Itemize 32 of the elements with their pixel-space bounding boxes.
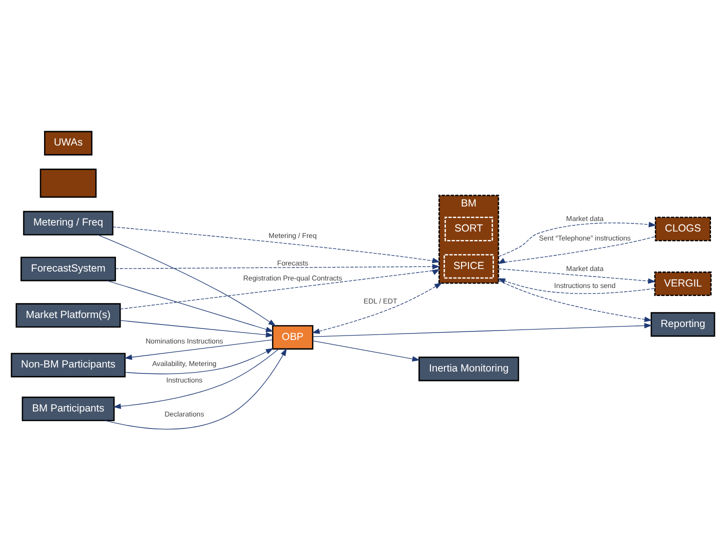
node-box: Market Platform(s) xyxy=(16,302,121,328)
arrow xyxy=(124,348,274,374)
arrow xyxy=(498,280,652,322)
node-box: Reporting xyxy=(650,312,716,336)
node-box: Inertia Monitoring xyxy=(418,356,520,381)
arrow xyxy=(498,268,656,284)
node-box: CLOGS xyxy=(654,216,711,241)
node-box: BM Participants xyxy=(22,396,115,421)
node-box: Metering / Freq xyxy=(23,210,114,235)
arrow xyxy=(97,234,276,326)
arrow xyxy=(498,236,656,264)
node-box: SPICE xyxy=(444,254,494,278)
arrow xyxy=(104,348,287,429)
arrow xyxy=(498,221,656,256)
arrow xyxy=(312,282,442,334)
node-box: OBP xyxy=(272,324,314,350)
arrow xyxy=(124,338,273,360)
arrow xyxy=(312,322,652,337)
arrow xyxy=(115,264,440,269)
arrow xyxy=(112,226,440,263)
arrow xyxy=(113,348,279,408)
node-box: ForecastSystem xyxy=(20,256,116,281)
arrow xyxy=(312,340,420,362)
node-box: VERGIL xyxy=(654,271,712,296)
arrow xyxy=(120,320,274,337)
node-box xyxy=(40,168,97,198)
node-box: Non-BM Participants xyxy=(10,352,126,377)
node-box: SORT xyxy=(444,216,493,241)
arrow xyxy=(120,268,440,309)
arrow xyxy=(106,280,274,332)
arrow xyxy=(498,278,656,294)
node-box: UWAs xyxy=(44,130,92,155)
